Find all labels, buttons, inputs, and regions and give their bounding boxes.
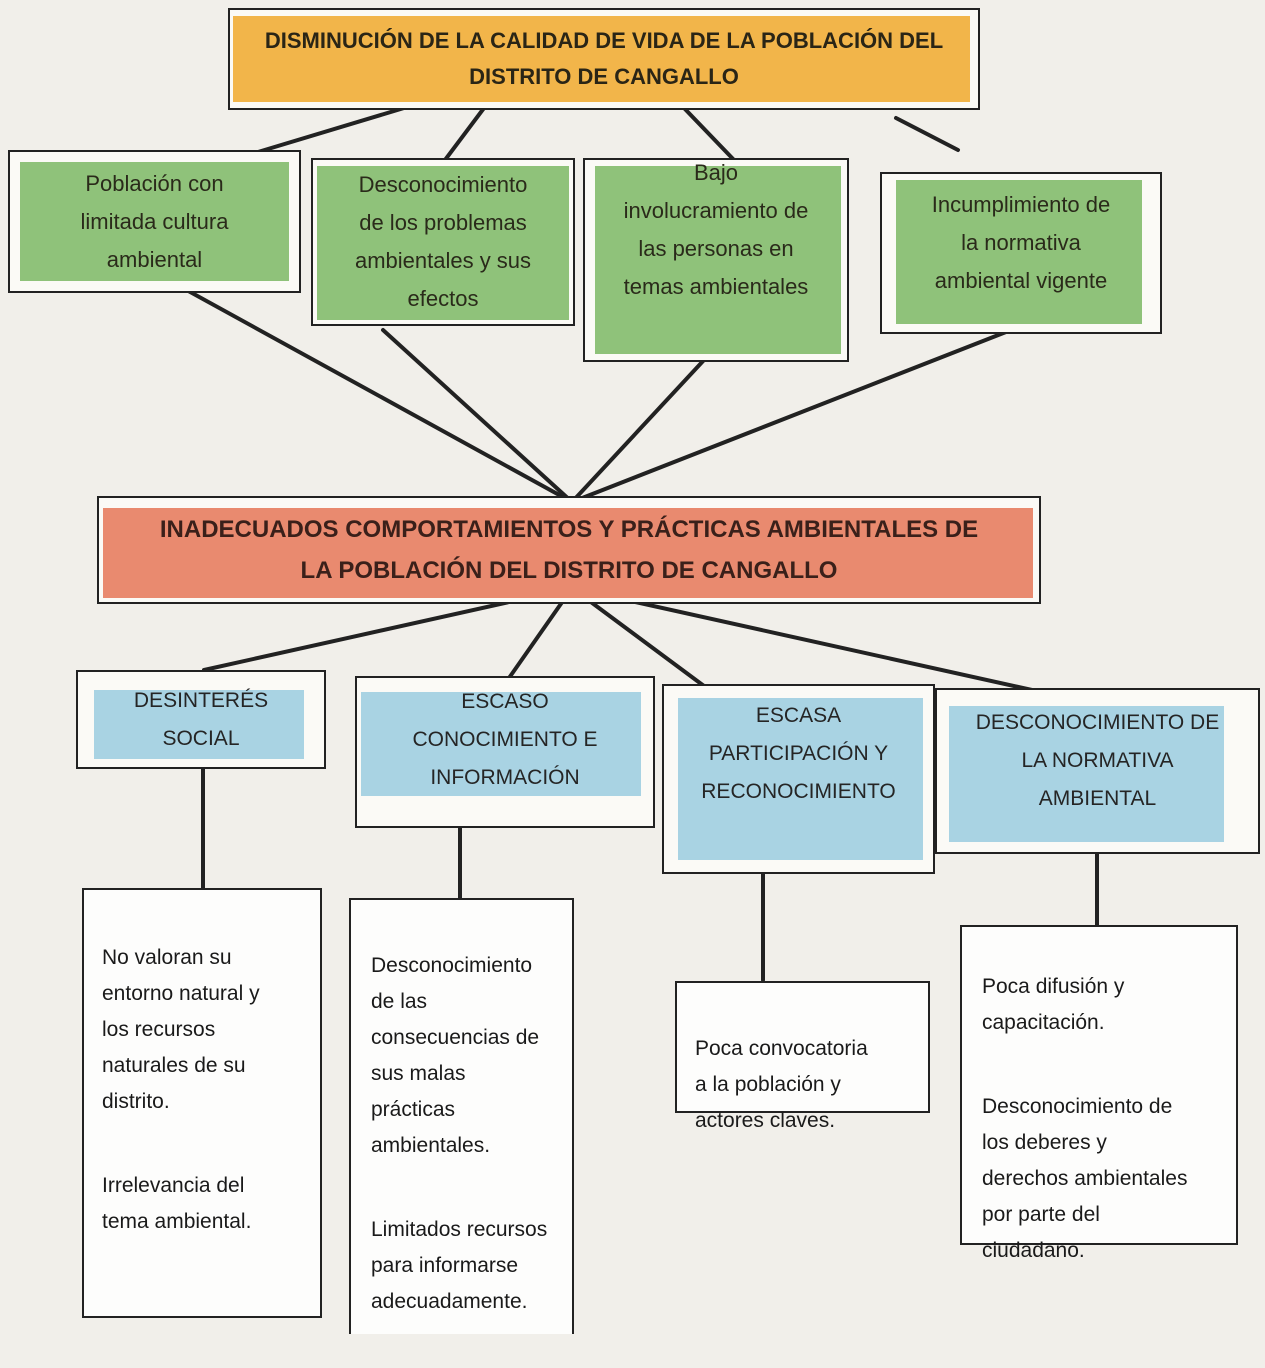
cause-box-3-fill [678,698,923,860]
cause-box-3: ESCASA PARTICIPACIÓN Y RECONOCIMIENTO [662,684,935,874]
effect-box-2: Desconocimiento de los problemas ambient… [311,158,575,326]
main-effect-text: DISMINUCIÓN DE LA CALIDAD DE VIDA DE LA … [264,28,944,89]
effect-box-1-fill [20,162,289,281]
central-problem-fill [103,508,1033,598]
subcause-box-2: Desconocimiento de las consecuencias de … [349,898,574,1334]
cause-box-1-fill [94,690,304,759]
subcause-box-1: No valoran su entorno natural y los recu… [82,888,322,1318]
effect-box-3-fill [595,166,841,354]
effect-box-2-fill [317,166,569,320]
subcause-1-item-1: No valoran su entorno natural y los recu… [102,946,260,1113]
cause-text-1: DESINTERÉS SOCIAL [133,688,269,750]
cause-text-2: ESCASO CONOCIMIENTO E INFORMACIÓN [412,690,598,789]
effect-box-3: Bajo involucramiento de las personas en … [583,158,849,362]
effect-text-4: Incumplimiento de la normativa ambiental… [931,192,1111,293]
cause-box-2-fill [361,692,641,796]
cause-text-4: DESCONOCIMIENTO DE LA NORMATIVA AMBIENTA… [975,711,1220,810]
cause-box-1: DESINTERÉS SOCIAL [76,670,326,769]
subcause-4-item-1: Poca difusión y capacitación. [982,975,1125,1034]
subcause-2-item-2: Limitados recursos para informarse adecu… [371,1218,548,1313]
subcause-3-item-1: Poca convocatoria a la población y actor… [695,1037,868,1132]
central-problem-box: INADECUADOS COMPORTAMIENTOS Y PRÁCTICAS … [97,496,1041,604]
effect-box-4: Incumplimiento de la normativa ambiental… [880,172,1162,334]
main-effect-highlight [233,16,970,102]
subcause-4-item-2: Desconocimiento de los deberes y derecho… [982,1095,1188,1262]
effect-text-3: Bajo involucramiento de las personas en … [623,160,809,299]
connector-lines [170,106,1099,982]
effect-box-4-fill [896,180,1142,324]
main-effect-box: DISMINUCIÓN DE LA CALIDAD DE VIDA DE LA … [228,8,980,110]
effect-text-2: Desconocimiento de los problemas ambient… [354,172,532,311]
effect-box-1: Población con limitada cultura ambiental [8,150,301,293]
central-problem-text: INADECUADOS COMPORTAMIENTOS Y PRÁCTICAS … [159,516,979,584]
cause-text-3: ESCASA PARTICIPACIÓN Y RECONOCIMIENTO [701,704,896,803]
subcause-2-item-1: Desconocimiento de las consecuencias de … [371,954,540,1157]
subcause-1-item-2: Irrelevancia del tema ambiental. [102,1174,252,1233]
cause-box-4-fill [949,706,1224,842]
cause-box-4: DESCONOCIMIENTO DE LA NORMATIVA AMBIENTA… [935,688,1260,854]
cause-box-2: ESCASO CONOCIMIENTO E INFORMACIÓN [355,676,655,828]
subcause-box-3: Poca convocatoria a la población y actor… [675,981,930,1132]
effect-text-1: Población con limitada cultura ambiental [80,170,229,272]
subcause-box-4: Poca difusión y capacitación. Desconocim… [960,925,1238,1262]
